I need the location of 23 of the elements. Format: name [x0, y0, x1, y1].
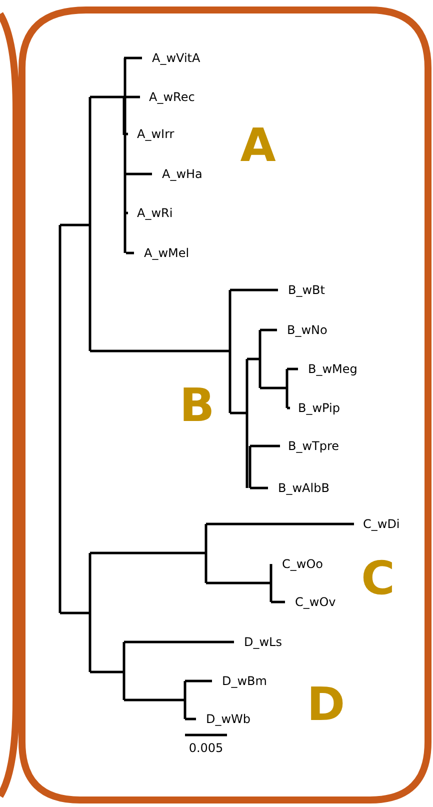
- clade-letter: D: [306, 681, 346, 727]
- scale-value: 0.005: [188, 741, 224, 755]
- taxon-label: B_wMeg: [308, 362, 358, 376]
- taxon-label: B_wTpre: [288, 439, 340, 453]
- clade-letter: B: [179, 382, 215, 428]
- taxon-label: B_wNo: [287, 323, 328, 337]
- clade-letter: A: [240, 122, 276, 168]
- taxon-label: A_wIrr: [137, 127, 174, 141]
- taxon-label: A_wVitA: [152, 51, 200, 65]
- taxon-label: C_wDi: [363, 517, 400, 531]
- taxon-label: A_wMel: [144, 246, 190, 260]
- taxon-label: D_wLs: [244, 635, 282, 649]
- taxon-label: D_wBm: [222, 674, 267, 688]
- taxon-label: B_wBt: [288, 283, 325, 297]
- taxon-label: D_wWb: [206, 712, 251, 726]
- taxon-label: B_wPip: [298, 401, 340, 415]
- taxon-label: A_wRec: [149, 90, 195, 104]
- taxon-label: C_wOo: [282, 557, 323, 571]
- taxon-label: A_wHa: [162, 167, 202, 181]
- taxon-label: B_wAlbB: [278, 481, 330, 495]
- taxon-label: A_wRi: [137, 206, 173, 220]
- clade-letter: C: [361, 555, 395, 601]
- taxon-label: C_wOv: [295, 595, 336, 609]
